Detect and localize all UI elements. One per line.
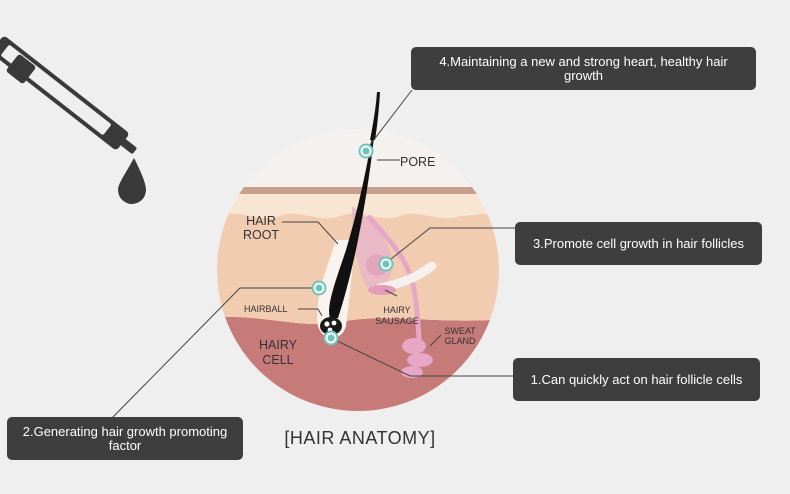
label-hairy-sausage: HAIRY SAUSAGE — [375, 305, 419, 326]
label-pore: PORE — [400, 155, 436, 169]
callout-1: 1.Can quickly act on hair follicle cells — [513, 358, 760, 401]
callout-2: 2.Generating hair growth promoting facto… — [7, 417, 243, 460]
skin-cross-section — [217, 129, 499, 411]
label-sweat-gland: SWEAT GLAND — [444, 326, 476, 346]
diagram-title: [HAIR ANATOMY] — [284, 428, 436, 448]
label-hairball: HAIRBALL — [244, 304, 288, 314]
label-hairy-cell: HAIRY CELL — [259, 338, 297, 367]
callout-3: 3.Promote cell growth in hair follicles — [515, 222, 762, 265]
label-hair-root: HAIR ROOT — [242, 214, 280, 242]
callout-4: 4.Maintaining a new and strong heart, he… — [411, 47, 756, 90]
leader-lines — [111, 89, 515, 419]
drop-icon — [118, 158, 146, 204]
hair-shaft — [370, 92, 380, 140]
dropper-icon — [0, 36, 137, 154]
markers — [311, 143, 394, 346]
